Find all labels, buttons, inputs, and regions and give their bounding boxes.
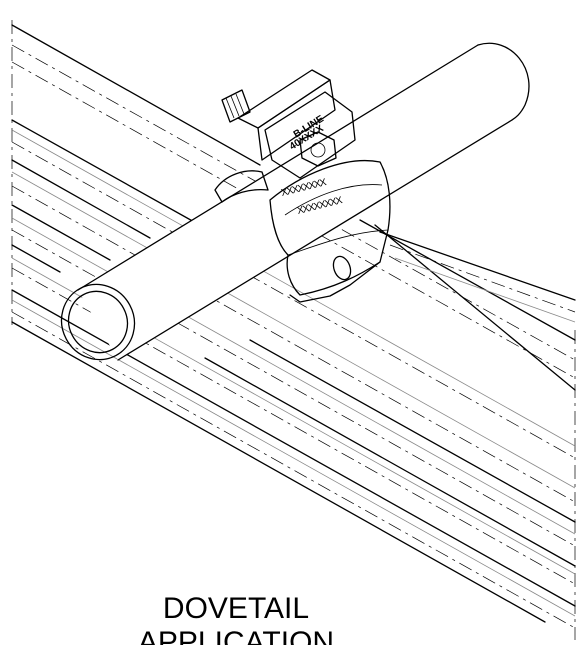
hex-nut (299, 131, 337, 167)
clamp-assembly (214, 69, 391, 303)
threaded-stud (221, 89, 251, 123)
caption-line-2: APPLICATION (138, 626, 334, 645)
caption-line-1: DOVETAIL (163, 592, 309, 625)
pipe-strap (269, 159, 391, 296)
pipe (60, 41, 537, 361)
